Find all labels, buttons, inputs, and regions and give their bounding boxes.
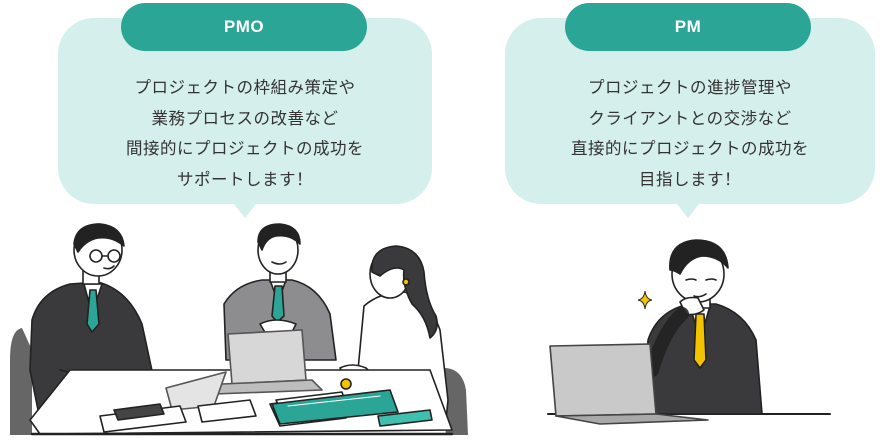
pm-bubble-tail [677,204,699,218]
pmo-description-line: プロジェクトの枠組み策定や [134,78,356,97]
pm-description-line: 目指します！ [639,169,741,189]
pm-description-line: 直接的にプロジェクトの成功を [571,139,809,158]
pmo-description: プロジェクトの枠組み策定や 業務プロセスの改善など 間接的にプロジェクトの成功を… [58,73,432,195]
pmo-bubble-tail [234,204,256,218]
pm-description: プロジェクトの進捗管理や クライアントとの交渉など 直接的にプロジェクトの成功を… [505,73,875,195]
pmo-label-pill: PMO [121,3,367,51]
pmo-description-line: サポートします！ [177,169,313,189]
pmo-description-line: 業務プロセスの改善など [151,108,339,128]
pmo-meeting-illustration [10,223,468,436]
pm-description-line: プロジェクトの進捗管理や [588,78,792,97]
pmo-description-line: 間接的にプロジェクトの成功を [126,139,364,158]
pm-label-pill: PM [565,3,811,51]
pm-description-line: クライアントとの交渉など [588,108,792,128]
pm-laptop-illustration [547,239,831,425]
sparkle-icon [637,290,653,310]
